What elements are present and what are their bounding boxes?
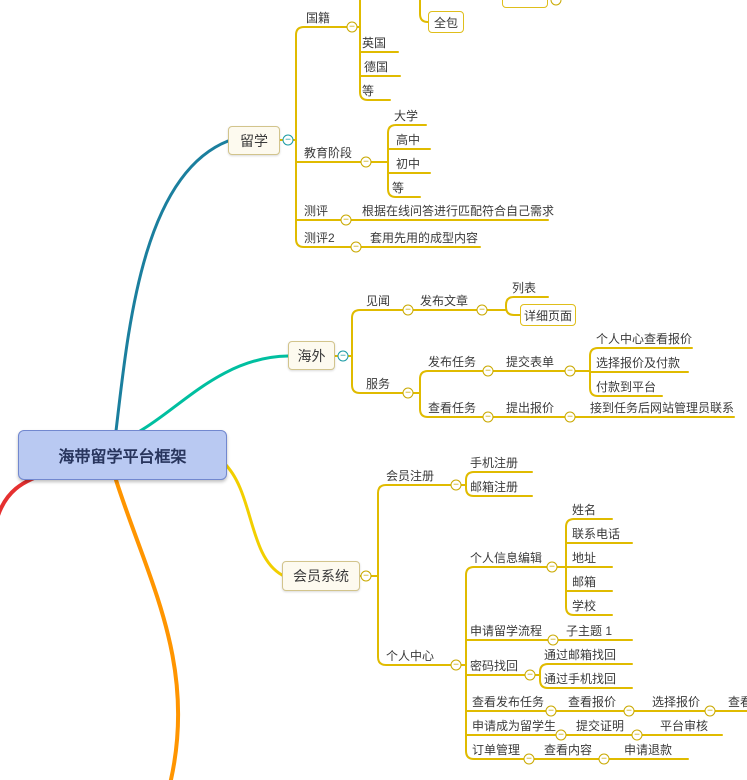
node-profile-name[interactable]: 姓名 [572,503,597,517]
collapse-icon-overseas[interactable]: − [337,350,349,362]
node-education-stage[interactable]: 教育阶段 [304,146,353,160]
node-view-task[interactable]: 查看任务 [428,401,477,415]
node-choose-pay[interactable]: 选择报价及付款 [596,356,681,370]
collapse-icon-make-quote[interactable]: − [564,411,576,423]
node-profile-email[interactable]: 邮箱 [572,575,597,589]
node-member-system[interactable]: 会员系统 [282,561,360,591]
collapse-icon-study[interactable]: − [282,134,294,146]
node-article-list[interactable]: 列表 [512,281,537,295]
node-assessment[interactable]: 测评 [304,204,329,218]
node-overseas[interactable]: 海外 [288,341,335,370]
node-order-management[interactable]: 订单管理 [472,743,521,757]
member-sublines [359,471,747,760]
overseas-sublines [334,296,735,418]
collapse-icon-nationality[interactable]: − [346,21,358,33]
node-detail-page[interactable]: 详细页面 [520,304,576,326]
collapse-icon-register[interactable]: − [450,479,462,491]
node-recover-by-email[interactable]: 通过邮箱找回 [544,648,617,662]
node-apply-student[interactable]: 申请成为留学生 [472,719,557,733]
node-assessment-detail[interactable]: 根据在线问答进行匹配符合自己需求 [362,204,555,218]
collapse-icon-password[interactable]: − [524,669,536,681]
clipped-node-top[interactable] [502,0,548,8]
node-password-recovery[interactable]: 密码找回 [470,659,519,673]
collapse-icon-news[interactable]: − [402,304,414,316]
node-platform-review[interactable]: 平台审核 [660,719,709,733]
node-profile-edit[interactable]: 个人信息编辑 [470,551,543,565]
node-service[interactable]: 服务 [366,377,391,391]
node-nationality-etc[interactable]: 等 [362,84,375,98]
collapse-icon-publish-article[interactable]: − [476,304,488,316]
node-profile-address[interactable]: 地址 [572,551,597,565]
node-view-content[interactable]: 查看内容 [544,743,593,757]
collapse-icon-view-quotes[interactable]: − [623,705,635,717]
branch-curve-overseas [138,354,290,433]
collapse-icon-assessment[interactable]: − [340,214,352,226]
node-assessment2-detail[interactable]: 套用先用的成型内容 [370,231,479,245]
collapse-icon-view-task[interactable]: − [482,411,494,423]
node-submit-form[interactable]: 提交表单 [506,355,555,369]
node-apply-refund[interactable]: 申请退款 [624,743,673,757]
branch-curve-bottom [114,478,181,780]
collapse-icon-personal[interactable]: − [450,659,462,671]
node-publish-task[interactable]: 发布任务 [428,355,477,369]
node-publish-article[interactable]: 发布文章 [420,294,469,308]
node-apply-flow[interactable]: 申请留学流程 [470,624,543,638]
node-personal-center[interactable]: 个人中心 [386,649,435,663]
collapse-icon-profile[interactable]: − [546,561,558,573]
node-register-phone[interactable]: 手机注册 [470,456,519,470]
node-assessment2[interactable]: 测评2 [304,231,335,245]
node-news[interactable]: 见闻 [366,294,391,308]
node-uk[interactable]: 英国 [362,36,387,50]
node-admin-contact[interactable]: 接到任务后网站管理员联系 [590,401,735,415]
node-germany[interactable]: 德国 [364,60,389,74]
branch-curve-study [114,139,230,433]
node-make-quote[interactable]: 提出报价 [506,401,555,415]
node-all-inclusive[interactable]: 全包 [428,11,464,33]
collapse-icon-view-tasks[interactable]: − [545,705,557,717]
collapse-icon-choose-quote[interactable]: − [704,705,716,717]
collapse-icon-member[interactable]: − [360,570,372,582]
node-middle-school[interactable]: 初中 [396,157,421,171]
node-pay-platform[interactable]: 付款到平台 [596,380,657,394]
node-view-quotes[interactable]: 查看报价 [568,695,617,709]
collapse-icon-education[interactable]: − [360,156,372,168]
node-view-quote-center[interactable]: 个人中心查看报价 [596,332,693,346]
collapse-icon-publish-task[interactable]: − [482,365,494,377]
node-education-etc[interactable]: 等 [392,181,405,195]
node-register-email[interactable]: 邮箱注册 [470,480,519,494]
node-choose-quote[interactable]: 选择报价 [652,695,701,709]
node-university[interactable]: 大学 [394,109,419,123]
collapse-icon-view-content[interactable]: − [598,753,610,765]
node-recover-by-phone[interactable]: 通过手机找回 [544,672,617,686]
node-profile-phone[interactable]: 联系电话 [572,527,621,541]
node-profile-school[interactable]: 学校 [572,599,597,613]
node-register[interactable]: 会员注册 [386,469,435,483]
collapse-icon-apply-flow[interactable]: − [547,634,559,646]
collapse-icon-orders[interactable]: − [523,753,535,765]
collapse-icon-apply-student[interactable]: − [555,729,567,741]
collapse-icon-submit-proof[interactable]: − [631,729,643,741]
collapse-icon-submit-form[interactable]: − [564,365,576,377]
node-nationality[interactable]: 国籍 [306,11,331,25]
node-high-school[interactable]: 高中 [396,133,421,147]
central-topic[interactable]: 海带留学平台框架 [18,430,227,480]
node-subtopic-1[interactable]: 子主题 1 [566,624,613,638]
node-submit-proof[interactable]: 提交证明 [576,719,625,733]
branch-curve-member [222,461,284,577]
node-study[interactable]: 留学 [228,126,280,155]
node-view-clipped[interactable]: 查看 [728,695,747,709]
collapse-icon-service[interactable]: − [402,387,414,399]
collapse-icon-assessment2[interactable]: − [350,241,362,253]
node-view-published-tasks[interactable]: 查看发布任务 [472,695,545,709]
